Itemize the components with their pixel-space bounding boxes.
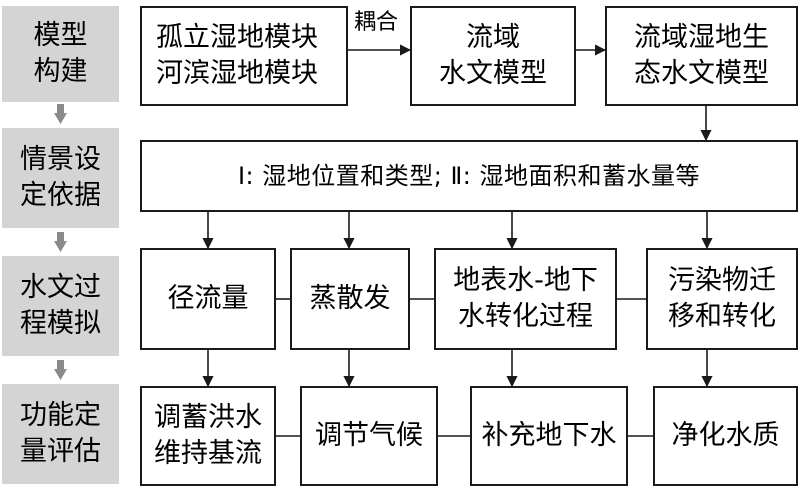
pollutant-transport-box: 污染物迁 移和转化 [646, 248, 798, 350]
stage-label-scenario-basis: 情景设 定依据 [2, 128, 119, 228]
stage-arrow-1 [54, 104, 67, 124]
coupling-label: 耦合 [354, 10, 399, 35]
stage-arrow-3 [54, 360, 67, 380]
runoff-box: 径流量 [140, 248, 276, 350]
scenario-basis-box: Ⅰ: 湿地位置和类型; Ⅱ: 湿地面积和蓄水量等 [140, 140, 798, 212]
basin-wetland-eco-model-box: 流域湿地生 态水文模型 [605, 6, 798, 106]
stage-label-model-build: 模型 构建 [2, 6, 119, 102]
water-purification-box: 净化水质 [653, 386, 798, 486]
surface-groundwater-box: 地表水-地下 水转化过程 [434, 248, 617, 350]
climate-regulation-box: 调节气候 [300, 386, 438, 486]
basin-hydro-model-box: 流域 水文模型 [410, 6, 576, 106]
stage-label-function-evaluation: 功能定 量评估 [2, 384, 119, 484]
evapotranspiration-box: 蒸散发 [290, 248, 410, 350]
groundwater-recharge-box: 补充地下水 [470, 386, 628, 486]
wetland-modules-box: 孤立湿地模块 河滨湿地模块 [140, 6, 348, 106]
stage-arrow-2 [54, 232, 67, 252]
stage-label-hydro-simulation: 水文过 程模拟 [2, 256, 119, 356]
flood-baseflow-box: 调蓄洪水 维持基流 [140, 386, 276, 486]
